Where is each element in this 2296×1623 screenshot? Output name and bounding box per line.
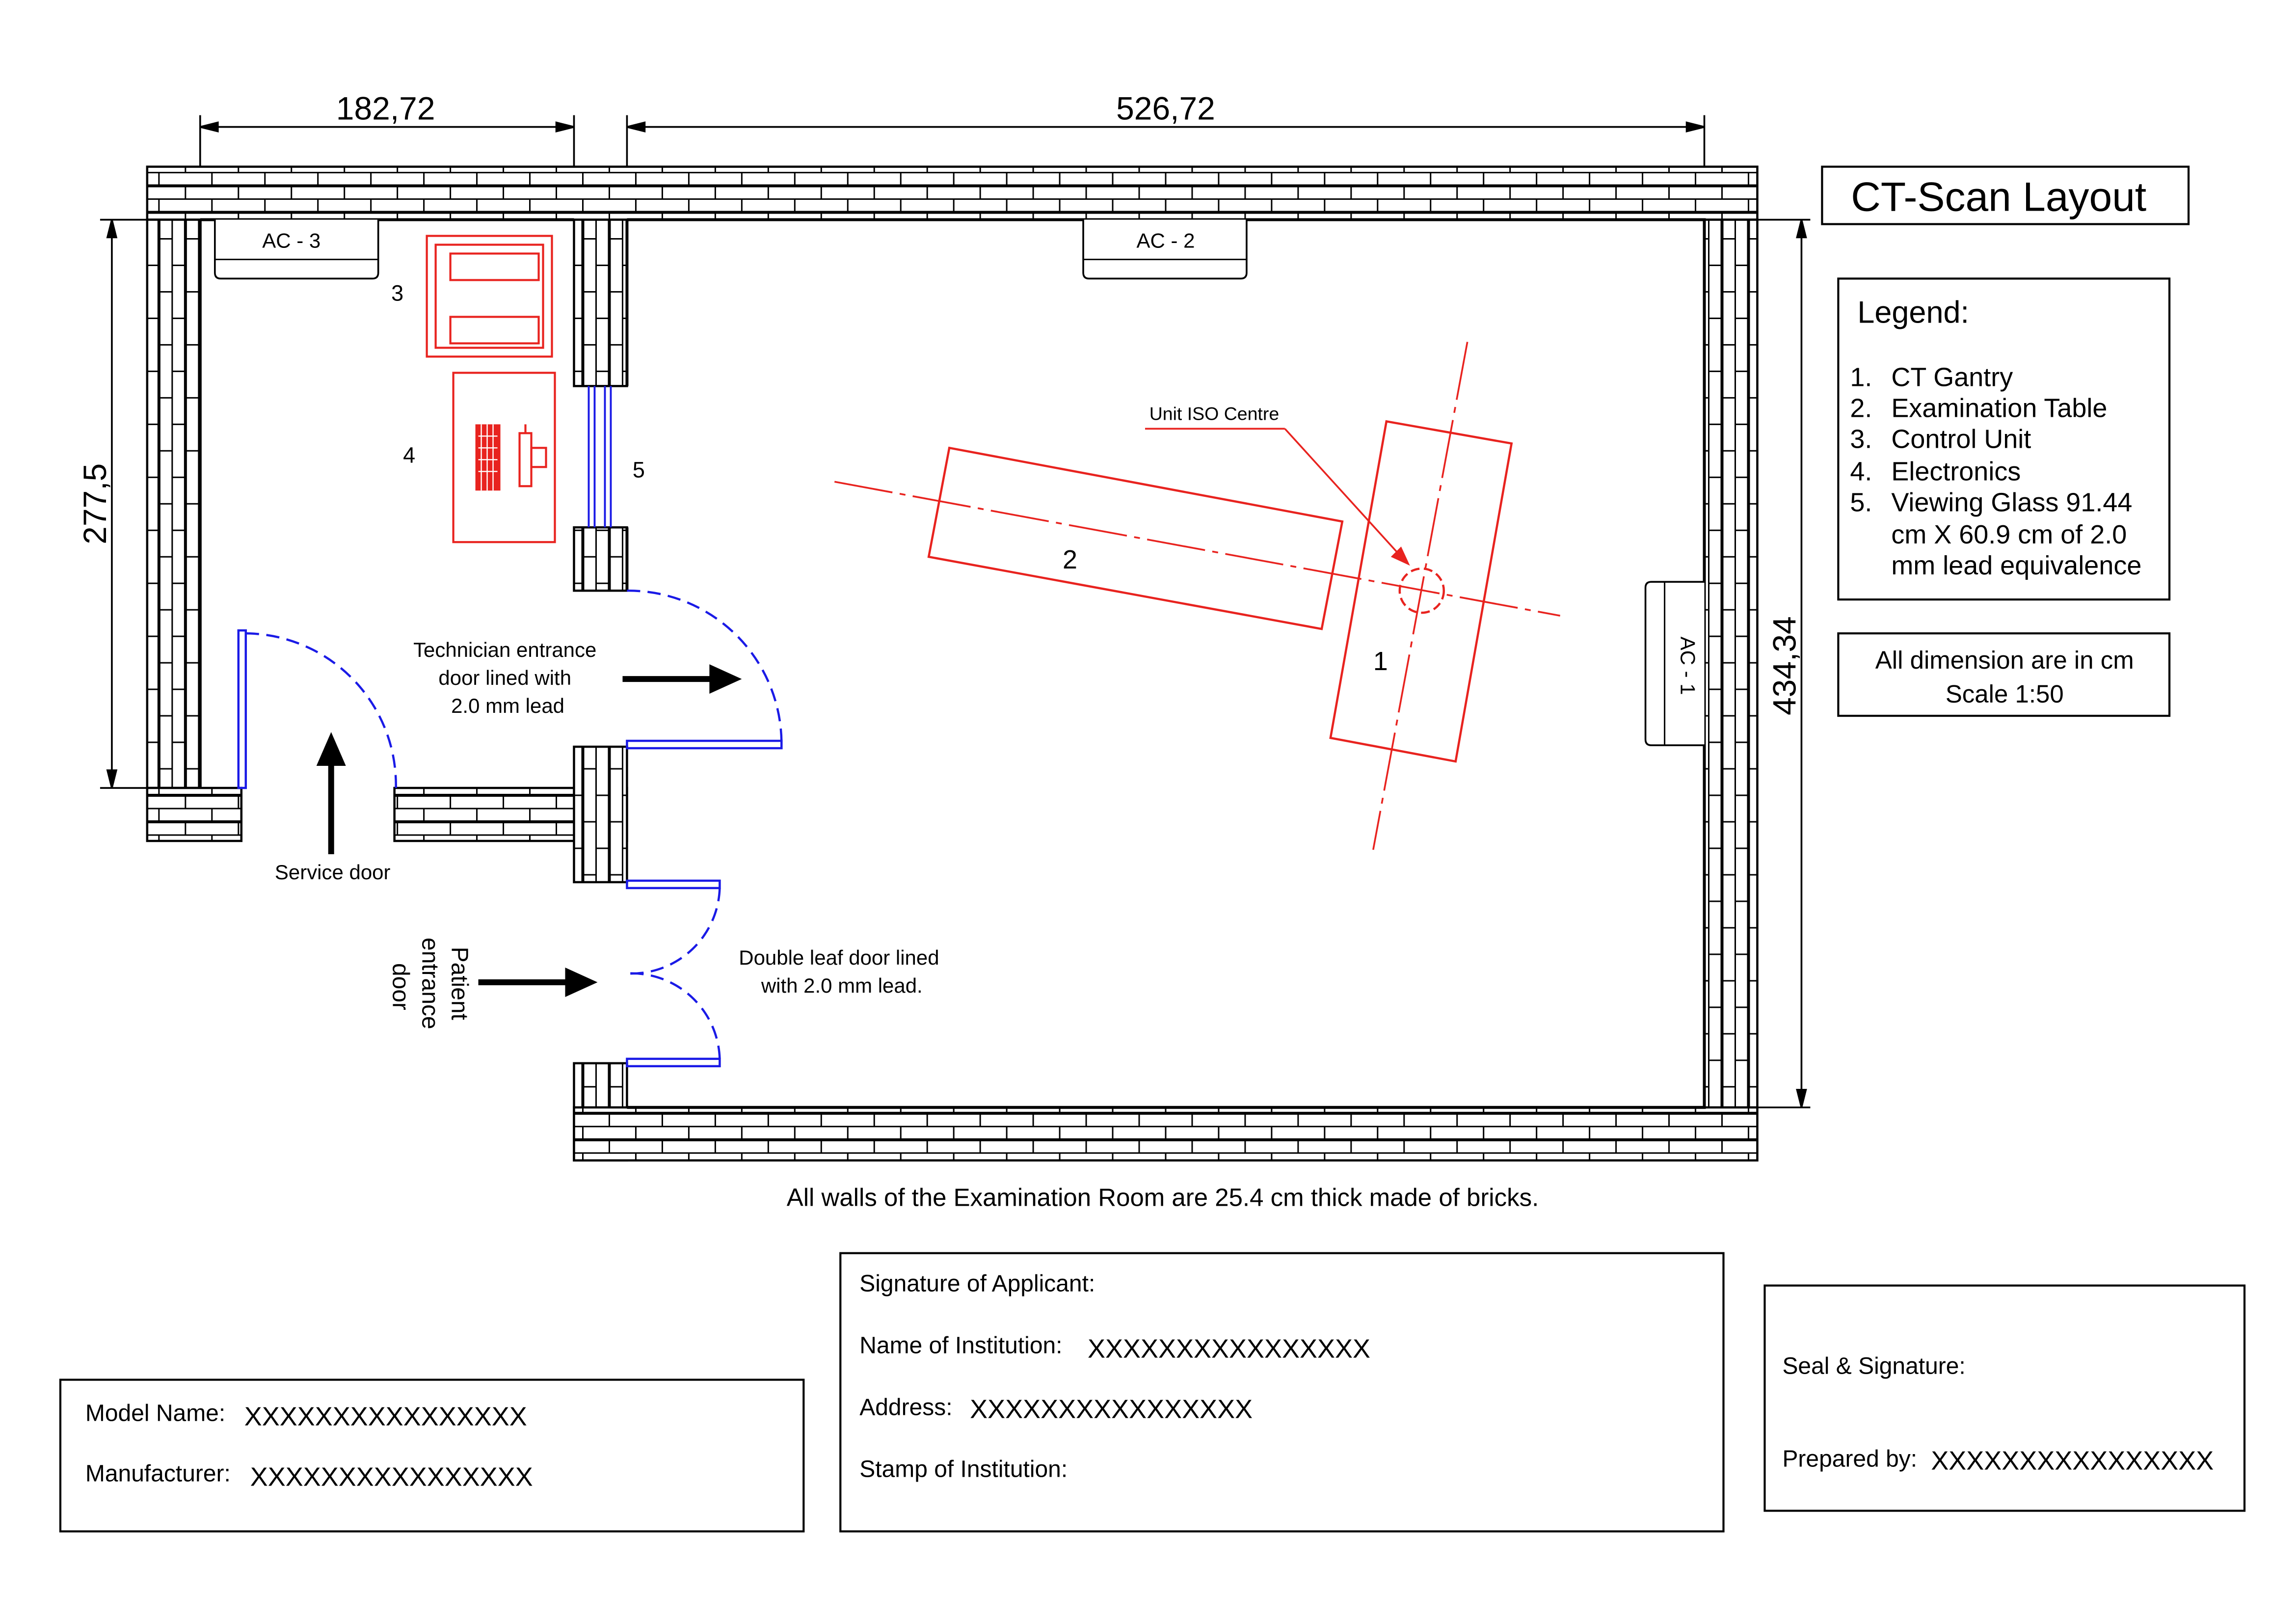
dimension-right: 434,34 (1766, 616, 1802, 715)
svg-text:cm X 60.9 cm of 2.0: cm X 60.9 cm of 2.0 (1891, 520, 2127, 549)
institution-label: Name of Institution: (859, 1333, 1062, 1359)
double-leaf-door-label: Double leaf door lined with 2.0 mm lead. (739, 946, 945, 997)
dimension-left: 277,5 (77, 463, 113, 544)
table-axis (834, 481, 1560, 617)
iso-centre-label: Unit ISO Centre (1149, 403, 1279, 424)
marker-2: 2 (1063, 545, 1077, 574)
legend-item: 4. Electronics (1850, 457, 2021, 486)
legend-heading: Legend: (1857, 295, 1969, 329)
control-unit (426, 235, 553, 358)
title: CT-Scan Layout (1851, 174, 2146, 220)
legend-item: 5. Viewing Glass 91.44 cm X 60.9 cm of 2… (1850, 487, 2141, 580)
wall-bottom (573, 1106, 1759, 1162)
units-note-box: All dimension are in cm Scale 1:50 (1837, 632, 2171, 717)
ac-1-label: AC - 1 (1677, 637, 1700, 695)
svg-text:Viewing Glass 91.44: Viewing Glass 91.44 (1891, 487, 2132, 517)
address-value: XXXXXXXXXXXXXXXX (970, 1394, 1253, 1424)
double-leaf-door (626, 879, 721, 1068)
svg-text:CT Gantry: CT Gantry (1891, 362, 2013, 392)
ac-2-label: AC - 2 (1137, 229, 1195, 252)
walls (146, 165, 1759, 1162)
wall-left (146, 218, 202, 789)
marker-5: 5 (633, 457, 645, 482)
marker-1: 1 (1373, 647, 1388, 676)
examination-table (927, 446, 1344, 630)
arrow-technician-icon (622, 664, 742, 694)
manufacturer-label: Manufacturer: (85, 1461, 231, 1487)
title-box (1821, 165, 2190, 225)
arrow-patient-icon (478, 967, 598, 997)
wall-partition-upper (573, 218, 628, 387)
model-name-value: XXXXXXXXXXXXXXXX (244, 1402, 527, 1431)
svg-text:Examination Table: Examination Table (1891, 393, 2107, 423)
patient-door-label: Patient entrance door (388, 938, 473, 1036)
ct-gantry (1329, 342, 1513, 850)
viewing-glass (587, 386, 612, 528)
arrow-service-icon (316, 732, 346, 854)
stamp-label: Stamp of Institution: (859, 1456, 1068, 1482)
address-label: Address: (859, 1394, 952, 1420)
svg-text:5.: 5. (1850, 487, 1872, 517)
dimension-top-right: 526,72 (1116, 90, 1215, 127)
legend: Legend: 1. CT Gantry 2. Examination Tabl… (1837, 277, 2171, 601)
applicant-signature-label: Signature of Applicant: (859, 1271, 1095, 1297)
seal-box: Seal & Signature: Prepared by: XXXXXXXXX… (1763, 1284, 2246, 1512)
ac-unit-3: AC - 3 (214, 219, 379, 280)
svg-text:Electronics: Electronics (1891, 457, 2021, 486)
ac-unit-1: AC - 1 (1644, 581, 1705, 746)
technician-door (626, 589, 783, 750)
svg-text:4.: 4. (1850, 457, 1872, 486)
technician-door-label: Technician entrance door lined with 2.0 … (413, 638, 602, 717)
dimension-top-left: 182,72 (336, 90, 435, 127)
electronics (452, 372, 556, 543)
svg-text:Patient entrance d: Patient entrance door (388, 938, 473, 1036)
scale-note: Scale 1:50 (1946, 680, 2064, 708)
walls-note: All walls of the Examination Room are 25… (787, 1184, 1539, 1212)
wall-partition-lower (573, 745, 628, 884)
svg-text:1.: 1. (1850, 362, 1872, 392)
marker-3: 3 (391, 280, 403, 305)
ac-unit-2: AC - 2 (1082, 219, 1248, 280)
svg-text:mm lead equivalence: mm lead equivalence (1891, 551, 2141, 580)
wall-right (1703, 218, 1759, 1109)
svg-text:Control Unit: Control Unit (1891, 424, 2031, 454)
manufacturer-value: XXXXXXXXXXXXXXXX (250, 1462, 533, 1491)
legend-item: 2. Examination Table (1850, 393, 2107, 423)
iso-centre-leader (1145, 428, 1410, 566)
prepared-by-value: XXXXXXXXXXXXXXXX (1931, 1446, 2214, 1475)
institution-value: XXXXXXXXXXXXXXXX (1088, 1334, 1370, 1364)
wall-bottom-left-stub (146, 786, 243, 842)
applicant-box: Signature of Applicant: Name of Institut… (839, 1252, 1725, 1533)
marker-4: 4 (403, 442, 415, 467)
svg-text:3.: 3. (1850, 424, 1872, 454)
prepared-by-label: Prepared by: (1782, 1446, 1917, 1472)
wall-partition-glass-sill (573, 526, 628, 592)
svg-text:2.: 2. (1850, 393, 1872, 423)
model-info-box: Model Name: XXXXXXXXXXXXXXXX Manufacture… (59, 1379, 805, 1533)
model-name-label: Model Name: (85, 1400, 225, 1426)
wall-top (146, 165, 1759, 221)
units-note: All dimension are in cm (1875, 646, 2134, 674)
legend-item: 3. Control Unit (1850, 424, 2031, 454)
seal-label: Seal & Signature: (1782, 1353, 1965, 1380)
dimension-lines (100, 115, 1811, 1109)
service-door (237, 629, 397, 789)
ac-3-label: AC - 3 (262, 229, 320, 252)
legend-item: 1. CT Gantry (1850, 362, 2013, 392)
service-door-label: Service door (275, 861, 391, 884)
